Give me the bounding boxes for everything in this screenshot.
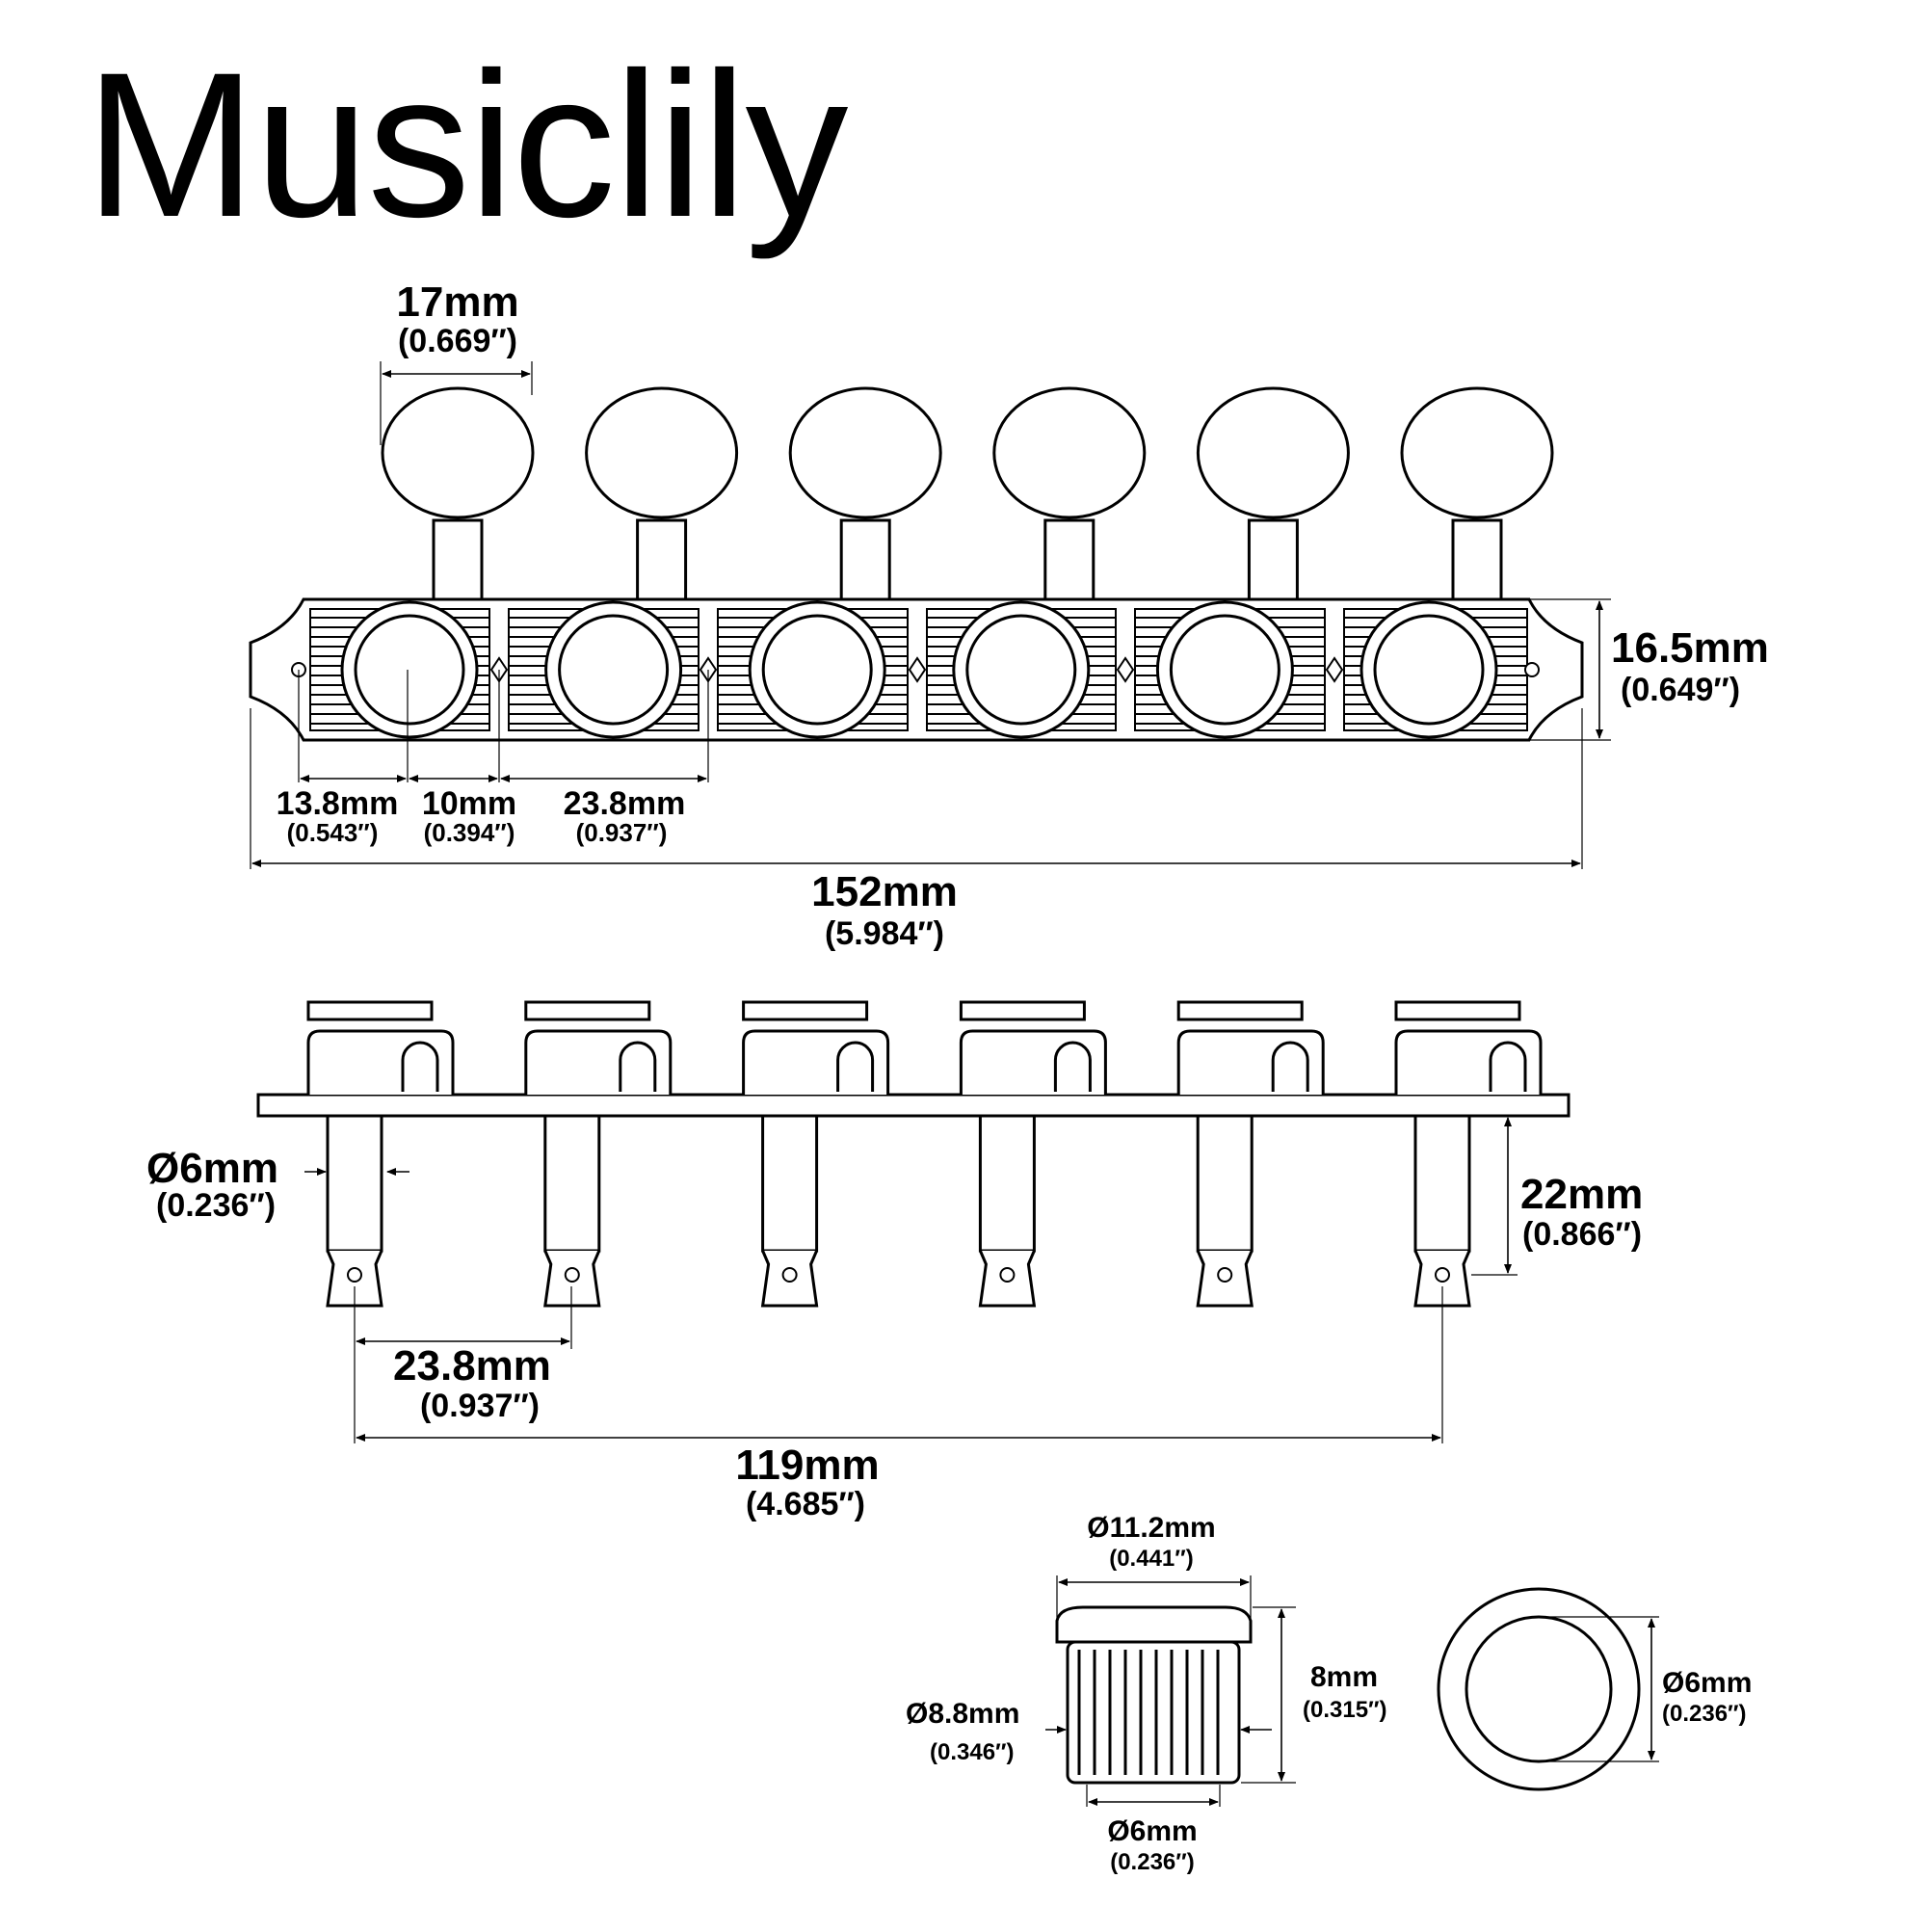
tuner-plate-top	[249, 597, 1584, 742]
string-post	[543, 1114, 601, 1253]
bushing-cap	[1055, 1605, 1253, 1644]
string-post	[1196, 1114, 1254, 1253]
string-hole	[1217, 1267, 1233, 1283]
side-gear-hole	[1489, 1041, 1527, 1092]
plate-joint	[1325, 656, 1344, 683]
post-diameter-inch: (0.236″)	[156, 1187, 276, 1224]
side-button	[1176, 1000, 1304, 1021]
inner-diameter-inch: (0.236″)	[1110, 1849, 1195, 1875]
span-mm: 119mm	[735, 1442, 879, 1489]
side-button	[524, 1000, 651, 1021]
tuner-shaft	[1247, 518, 1299, 609]
side-button	[306, 1000, 434, 1021]
tuner-shaft	[432, 518, 484, 609]
washer-inner	[1465, 1615, 1613, 1763]
string-hole	[1435, 1267, 1450, 1283]
button-width-inch: (0.669″)	[398, 323, 517, 359]
washer-diameter-inch: (0.236″)	[1662, 1701, 1747, 1727]
side-gear-hole	[1271, 1041, 1309, 1092]
tuner-shaft	[1451, 518, 1503, 609]
side-gear-hole	[836, 1041, 875, 1092]
screw-hole-right	[1524, 662, 1540, 677]
post-spacing-inch: (0.937″)	[420, 1388, 540, 1424]
button-width-mm: 17mm	[396, 278, 518, 326]
body-diameter-inch: (0.346″)	[930, 1739, 1015, 1765]
tuner-button	[381, 386, 535, 519]
post-hole	[965, 614, 1077, 726]
post-hole	[1373, 614, 1485, 726]
plate-joint	[908, 656, 927, 683]
top-view: 17mm (0.669″) 16.5mm (0.649″) 13.8mm (0.…	[249, 278, 1769, 952]
post-diameter-mm: Ø6mm	[146, 1145, 278, 1192]
washer-detail: Ø6mm (0.236″)	[1437, 1587, 1752, 1791]
washer-diameter-mm: Ø6mm	[1662, 1667, 1752, 1699]
string-hole	[999, 1267, 1016, 1283]
cap-diameter-mm: Ø11.2mm	[1087, 1512, 1215, 1544]
bushing-offset-inch: (0.394″)	[424, 818, 515, 847]
tuner-button	[788, 386, 942, 519]
bushing-height-inch: (0.315″)	[1303, 1697, 1387, 1723]
hole-offset-mm: 13.8mm	[277, 785, 399, 822]
string-post	[761, 1114, 819, 1253]
tuner-button	[992, 386, 1147, 519]
tuner-shaft	[839, 518, 891, 609]
side-gear-hole	[401, 1041, 439, 1092]
string-hole	[781, 1267, 798, 1283]
height-mm: 16.5mm	[1611, 624, 1769, 672]
string-post	[978, 1114, 1036, 1253]
side-gear-hole	[1053, 1041, 1092, 1092]
cap-diameter-inch: (0.441″)	[1109, 1546, 1194, 1572]
bushing-height-mm: 8mm	[1310, 1661, 1378, 1693]
side-button	[742, 1000, 869, 1021]
height-inch: (0.649″)	[1621, 672, 1740, 708]
string-post	[326, 1114, 383, 1253]
span-inch: (4.685″)	[746, 1486, 865, 1522]
post-spacing-mm: 23.8mm	[393, 1342, 551, 1389]
post-height-inch: (0.866″)	[1522, 1216, 1642, 1253]
plate-joint	[1116, 656, 1135, 683]
post-hole	[761, 614, 873, 726]
string-hole	[347, 1267, 362, 1283]
post-hole	[558, 614, 670, 726]
side-baseplate	[256, 1093, 1571, 1118]
side-button	[1394, 1000, 1521, 1021]
bushing-knurl	[1077, 1650, 1220, 1775]
bushing-offset-mm: 10mm	[422, 785, 516, 822]
body-diameter-mm: Ø8.8mm	[906, 1698, 1019, 1730]
post-hole	[1169, 614, 1280, 726]
string-hole	[564, 1267, 580, 1283]
post-hole	[354, 614, 465, 726]
total-length-inch: (5.984″)	[825, 915, 944, 952]
tuner-shaft	[636, 518, 688, 609]
tuner-units-side	[256, 1000, 1571, 1308]
inner-diameter-mm: Ø6mm	[1107, 1815, 1197, 1847]
total-length-mm: 152mm	[811, 868, 958, 915]
side-view: Ø6mm (0.236″) 22mm (0.866″) 23.8mm (0.93…	[146, 1000, 1643, 1522]
tuner-shaft	[1043, 518, 1095, 609]
side-gear-hole	[619, 1041, 657, 1092]
hole-offset-inch: (0.543″)	[287, 818, 379, 847]
tuner-buttons-top	[381, 386, 1554, 609]
spacing-mm-top: 23.8mm	[564, 785, 686, 822]
tuner-button	[1196, 386, 1350, 519]
string-post	[1413, 1114, 1471, 1253]
tuner-button	[1400, 386, 1554, 519]
bushing-detail: Ø11.2mm (0.441″) Ø8.8mm (0.346″) 8mm (0.…	[906, 1512, 1387, 1875]
side-button	[959, 1000, 1086, 1021]
spacing-inch-top: (0.937″)	[576, 818, 668, 847]
post-height-mm: 22mm	[1520, 1171, 1643, 1218]
tuner-button	[585, 386, 739, 519]
brand-logo: Musiclily	[85, 30, 848, 260]
